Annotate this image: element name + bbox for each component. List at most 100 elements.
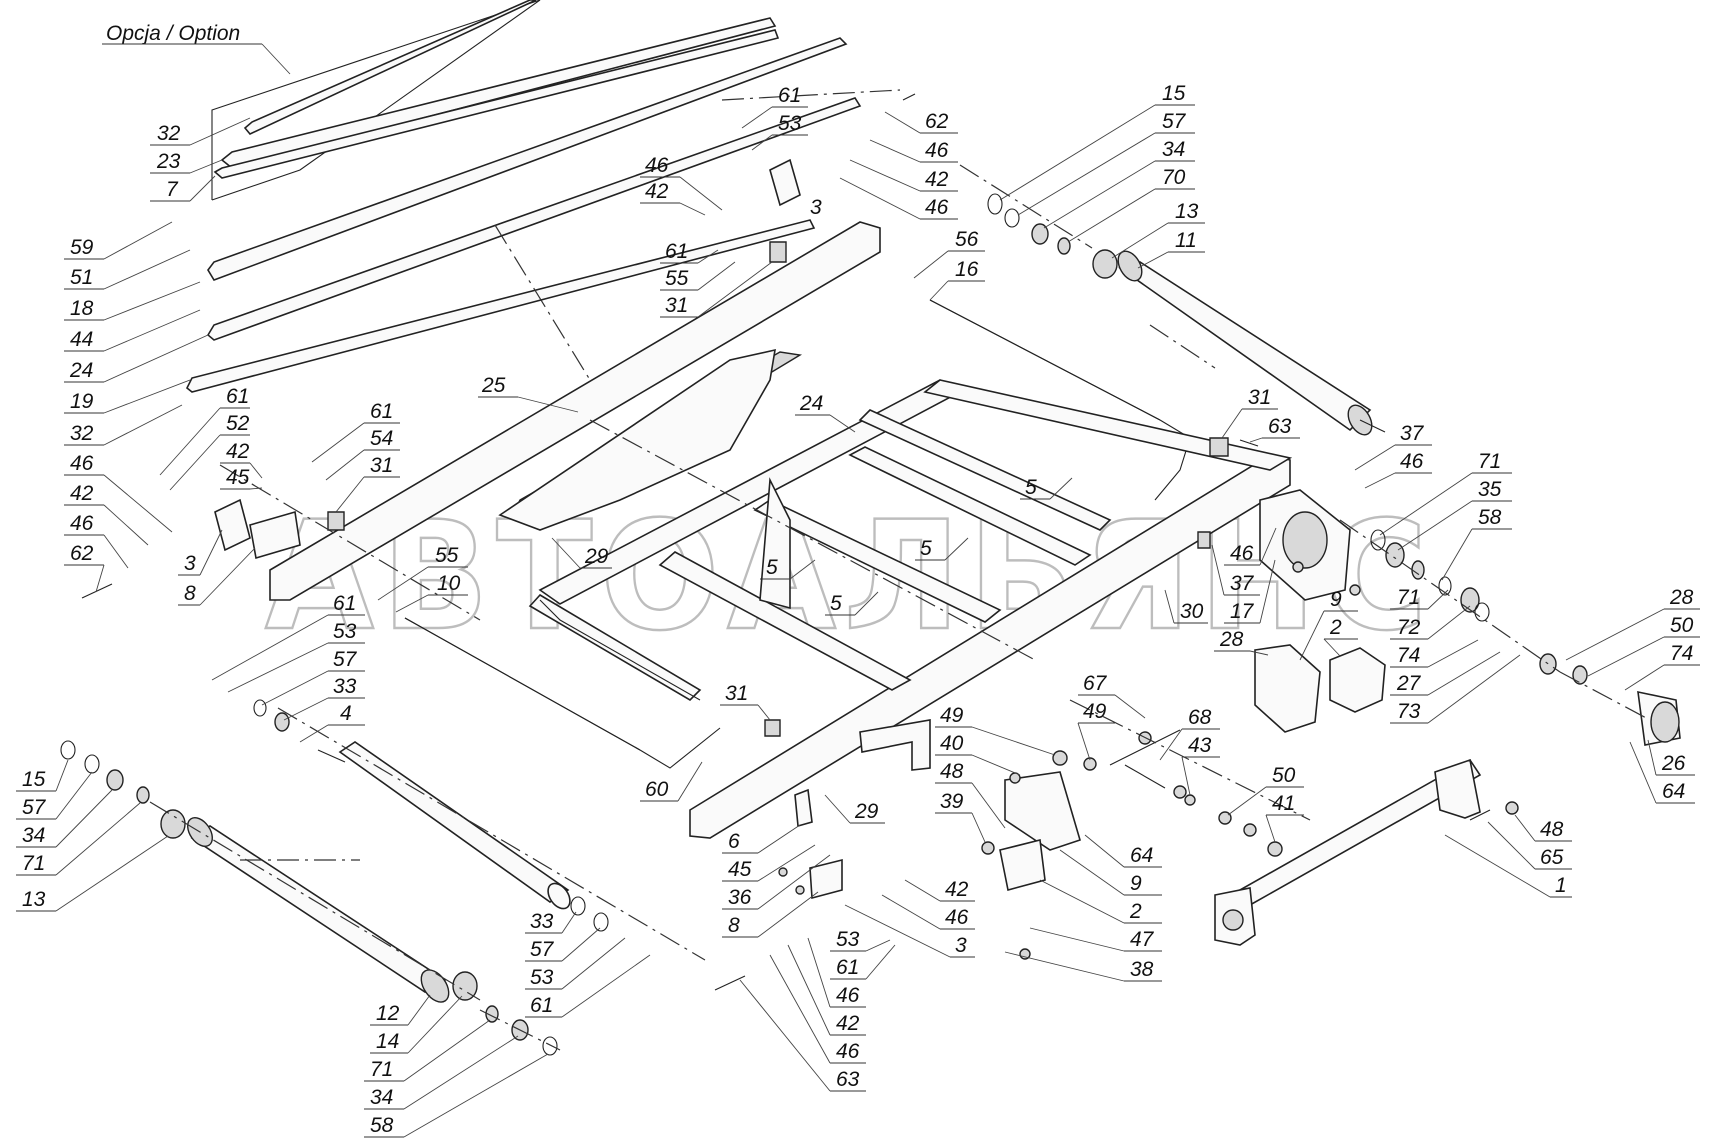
callout-46k: 46 bbox=[836, 1040, 860, 1063]
callout-48b: 48 bbox=[1540, 818, 1564, 841]
callout-49: 49 bbox=[1083, 700, 1107, 723]
callout-16: 16 bbox=[955, 258, 979, 281]
callout-2: 2 bbox=[1329, 616, 1342, 639]
roller-12 bbox=[186, 816, 450, 1003]
callout-67: 64 bbox=[1130, 844, 1153, 867]
callout-68: 65 bbox=[1540, 846, 1564, 869]
callout-19: 19 bbox=[70, 390, 94, 413]
callout-33: 33 bbox=[333, 675, 357, 698]
callout-69: 67 bbox=[1083, 672, 1108, 695]
callout-22: 24 bbox=[799, 392, 823, 415]
callout-46b: 46 bbox=[70, 452, 94, 475]
callout-53e: 53 bbox=[530, 966, 554, 989]
option-rails bbox=[185, 0, 862, 393]
callout-55: 55 bbox=[435, 544, 459, 567]
callout-60: 60 bbox=[645, 778, 669, 801]
callout-31b: 31 bbox=[665, 294, 688, 317]
callout-21: 24 bbox=[69, 359, 93, 382]
callout-5a: 5 bbox=[1025, 476, 1037, 499]
callout-31d: 31 bbox=[725, 682, 748, 705]
callout-61c: 61 bbox=[778, 84, 801, 107]
callout-61b: 61 bbox=[333, 592, 356, 615]
callout-44: 44 bbox=[70, 328, 93, 351]
callout-72: 71 bbox=[1397, 586, 1420, 609]
callout-36: 36 bbox=[728, 886, 752, 909]
callout-61d: 61 bbox=[836, 956, 859, 979]
callout-29: 29 bbox=[854, 800, 879, 823]
callout-42b: 42 bbox=[70, 482, 94, 505]
option-label: Opcja / Option bbox=[106, 22, 240, 45]
callout-48: 48 bbox=[940, 760, 964, 783]
callout-46h: 46 bbox=[1230, 542, 1254, 565]
callout-46: 45 bbox=[226, 466, 250, 489]
callout-53: 52 bbox=[226, 412, 250, 435]
callout-26: 28 bbox=[1669, 586, 1694, 609]
callout-27: 29 bbox=[584, 545, 609, 568]
callout-34: 34 bbox=[1162, 138, 1185, 161]
callout-71b: 71 bbox=[22, 852, 45, 875]
callout-59: 59 bbox=[70, 236, 94, 259]
callout-labels: 32 23 7 59 51 18 44 24 19 32 61 52 42 45… bbox=[22, 82, 1694, 1137]
callout-46e: 46 bbox=[925, 139, 949, 162]
callout-76: 74 bbox=[1670, 642, 1693, 665]
callout-55b: 56 bbox=[955, 228, 979, 251]
callout-32: 32 bbox=[157, 122, 181, 145]
callout-4: 4 bbox=[340, 702, 352, 725]
callout-2b: 2 bbox=[1129, 900, 1142, 923]
callout-24: 26 bbox=[1661, 752, 1686, 775]
callout-25: 27 bbox=[1396, 672, 1422, 695]
callout-39: 39 bbox=[940, 790, 964, 813]
callout-8: 8 bbox=[184, 582, 196, 605]
callout-17: 17 bbox=[1230, 600, 1255, 623]
callout-57b: 57 bbox=[22, 796, 47, 819]
tube-1 bbox=[1214, 758, 1482, 946]
callout-8b: 8 bbox=[728, 914, 740, 937]
callout-15b: 15 bbox=[22, 768, 46, 791]
callout-10: 10 bbox=[437, 572, 461, 595]
callout-74: 72 bbox=[1397, 616, 1421, 639]
callout-53b: 53 bbox=[333, 620, 357, 643]
callout-12: 12 bbox=[376, 1002, 400, 1025]
callout-56b: 57 bbox=[530, 938, 555, 961]
callout-56: 57 bbox=[333, 648, 358, 671]
callout-5c: 5 bbox=[766, 556, 778, 579]
callout-18: 18 bbox=[70, 297, 94, 320]
cross-rollers bbox=[658, 409, 1112, 691]
callout-3c: 3 bbox=[955, 934, 967, 957]
callout-46c: 46 bbox=[70, 512, 94, 535]
callout-31: 31 bbox=[370, 454, 393, 477]
callout-15: 15 bbox=[1162, 82, 1186, 105]
callout-7: 7 bbox=[166, 178, 179, 201]
callout-30: 30 bbox=[1180, 600, 1204, 623]
callout-58: 58 bbox=[1478, 506, 1502, 529]
callout-74b: 73 bbox=[1397, 700, 1421, 723]
callout-50: 50 bbox=[1272, 764, 1296, 787]
bolts bbox=[81, 93, 1491, 991]
callout-6: 6 bbox=[728, 830, 740, 853]
callout-64b: 63 bbox=[836, 1068, 860, 1091]
callout-41: 41 bbox=[1272, 792, 1295, 815]
callout-46i: 46 bbox=[945, 906, 969, 929]
callout-53c: 53 bbox=[778, 112, 802, 135]
callout-53d: 53 bbox=[836, 928, 860, 951]
leader-lines bbox=[16, 104, 1700, 1138]
callout-73: 71 bbox=[1478, 450, 1501, 473]
callout-46g: 46 bbox=[1400, 450, 1424, 473]
callout-42c: 42 bbox=[645, 180, 669, 203]
callout-23: 25 bbox=[481, 374, 506, 397]
callout-13: 13 bbox=[1175, 200, 1199, 223]
callout-42d: 42 bbox=[925, 168, 949, 191]
callout-64: 62 bbox=[70, 542, 94, 565]
callout-32b: 32 bbox=[70, 422, 94, 445]
callout-70: 68 bbox=[1188, 706, 1212, 729]
callout-62: 61 bbox=[370, 400, 393, 423]
small-hardware bbox=[60, 193, 1588, 1056]
callout-49b: 49 bbox=[940, 704, 964, 727]
callout-42f: 42 bbox=[836, 1012, 860, 1035]
callout-51: 50 bbox=[1670, 614, 1694, 637]
callout-75: 74 bbox=[1397, 644, 1420, 667]
callout-28: 28 bbox=[1219, 628, 1244, 651]
callout-42e: 42 bbox=[945, 878, 969, 901]
callout-5d: 5 bbox=[830, 592, 842, 615]
